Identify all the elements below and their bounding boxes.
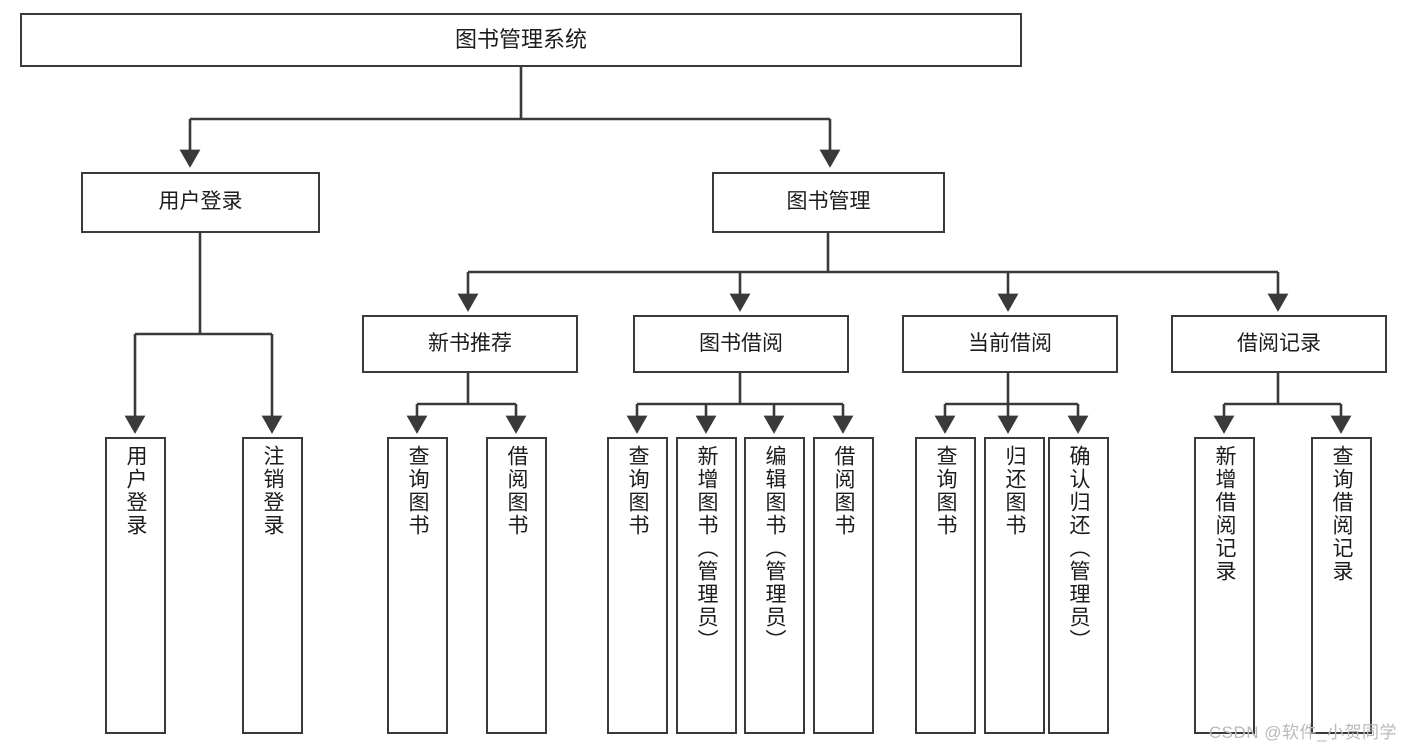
node-label: 借阅记录 — [1237, 331, 1321, 355]
watermark-text: CSDN @软件_小贺同学 — [1208, 723, 1397, 742]
leaf-user-login-login[interactable]: 用户登录 — [105, 437, 166, 734]
node-label: 图书借阅 — [699, 331, 783, 355]
node-label: 查询图书 — [626, 445, 650, 537]
node-label: 借阅图书 — [832, 445, 856, 537]
node-root-system[interactable]: 图书管理系统 — [20, 13, 1022, 67]
leaf-record-add-record[interactable]: 新增借阅记录 — [1194, 437, 1255, 734]
leaf-current-confirm-return[interactable]: 确认归还（管理员） — [1048, 437, 1109, 734]
node-label: 查询借阅记录 — [1330, 445, 1354, 583]
leaf-borrow-edit-book[interactable]: 编辑图书（管理员） — [744, 437, 805, 734]
node-book-management[interactable]: 图书管理 — [712, 172, 945, 233]
node-label: 借阅图书 — [505, 445, 529, 537]
leaf-recommend-borrow-book[interactable]: 借阅图书 — [486, 437, 547, 734]
leaf-recommend-query-book[interactable]: 查询图书 — [387, 437, 448, 734]
node-label: 当前借阅 — [968, 331, 1052, 355]
leaf-user-login-logout[interactable]: 注销登录 — [242, 437, 303, 734]
leaf-borrow-query-book[interactable]: 查询图书 — [607, 437, 668, 734]
node-user-login[interactable]: 用户登录 — [81, 172, 320, 233]
node-borrow-record[interactable]: 借阅记录 — [1171, 315, 1387, 373]
node-label: 用户登录 — [124, 445, 148, 537]
node-label: 确认归还（管理员） — [1067, 445, 1091, 652]
node-label: 注销登录 — [261, 445, 285, 537]
node-label: 归还图书 — [1003, 445, 1027, 537]
node-current-borrow[interactable]: 当前借阅 — [902, 315, 1118, 373]
leaf-borrow-borrow-book[interactable]: 借阅图书 — [813, 437, 874, 734]
node-label: 编辑图书（管理员） — [763, 445, 787, 652]
leaf-current-query-book[interactable]: 查询图书 — [915, 437, 976, 734]
node-label: 查询图书 — [406, 445, 430, 537]
node-label: 新增图书（管理员） — [695, 445, 719, 652]
leaf-borrow-add-book[interactable]: 新增图书（管理员） — [676, 437, 737, 734]
node-label: 查询图书 — [934, 445, 958, 537]
leaf-current-return-book[interactable]: 归还图书 — [984, 437, 1045, 734]
node-new-book-recommend[interactable]: 新书推荐 — [362, 315, 578, 373]
node-label: 用户登录 — [158, 190, 243, 214]
node-label: 新书推荐 — [428, 331, 512, 355]
node-label: 图书管理系统 — [454, 27, 587, 53]
node-book-borrow[interactable]: 图书借阅 — [633, 315, 849, 373]
node-label: 图书管理 — [786, 190, 871, 214]
node-label: 新增借阅记录 — [1213, 445, 1237, 583]
leaf-record-query-record[interactable]: 查询借阅记录 — [1311, 437, 1372, 734]
